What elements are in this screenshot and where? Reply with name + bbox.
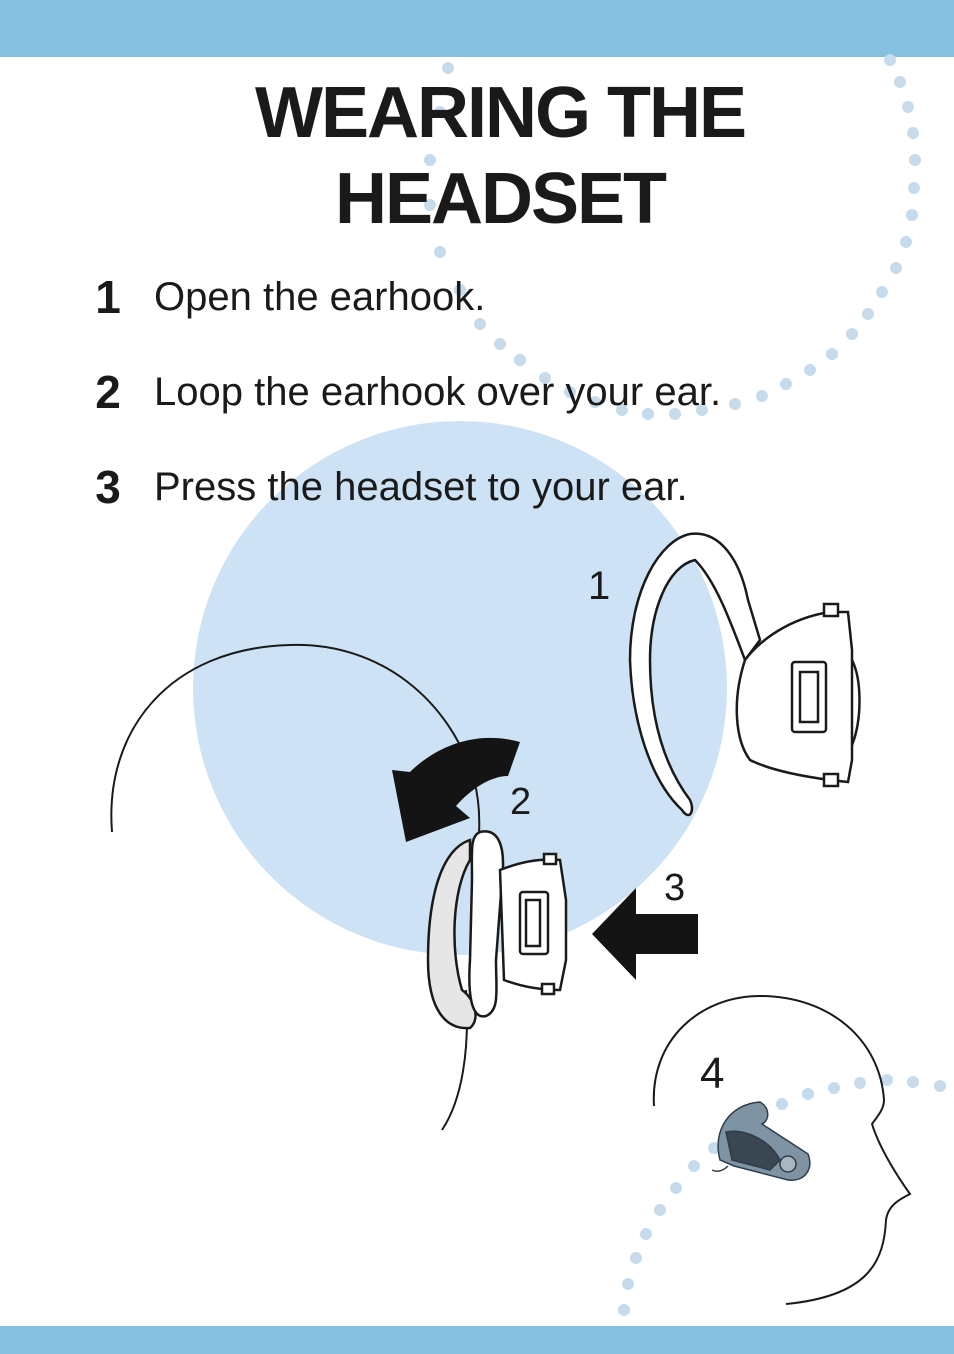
push-arrow-icon	[592, 888, 698, 980]
step-2: 2 Loop the earhook over your ear.	[88, 367, 908, 417]
step-3: 3 Press the headset to your ear.	[88, 462, 908, 512]
head-profile	[652, 994, 912, 1305]
figure-label-open: 1	[588, 564, 611, 608]
step-number: 3	[95, 461, 121, 513]
figure-label-loop: 2	[510, 781, 532, 823]
curved-arrow-icon	[392, 737, 520, 842]
step-1: 1 Open the earhook.	[88, 272, 908, 322]
title-line-2: HEADSET	[334, 159, 667, 239]
background-circle	[193, 421, 727, 955]
step-text: Open the earhook.	[154, 275, 486, 319]
step-number: 1	[95, 271, 121, 323]
step-text: Loop the earhook over your ear.	[154, 370, 722, 414]
bottom-color-band	[0, 1326, 954, 1354]
dotted-arc-top	[424, 54, 921, 420]
title-line-1: WEARING THE	[255, 73, 747, 153]
step-text: Press the headset to your ear.	[154, 465, 688, 509]
page-title: WEARING THE HEADSET	[0, 70, 954, 242]
headset-on-ear-drawing	[426, 830, 568, 1030]
step-number: 2	[95, 366, 121, 418]
headset-open-drawing	[628, 532, 861, 817]
headset-worn-photo	[711, 1101, 811, 1181]
ear-outline	[110, 643, 481, 881]
dotted-arc-bottom	[618, 1074, 946, 1316]
figure-label-worn: 4	[700, 1049, 725, 1098]
figure-label-press: 3	[664, 867, 686, 909]
top-color-band	[0, 0, 954, 57]
